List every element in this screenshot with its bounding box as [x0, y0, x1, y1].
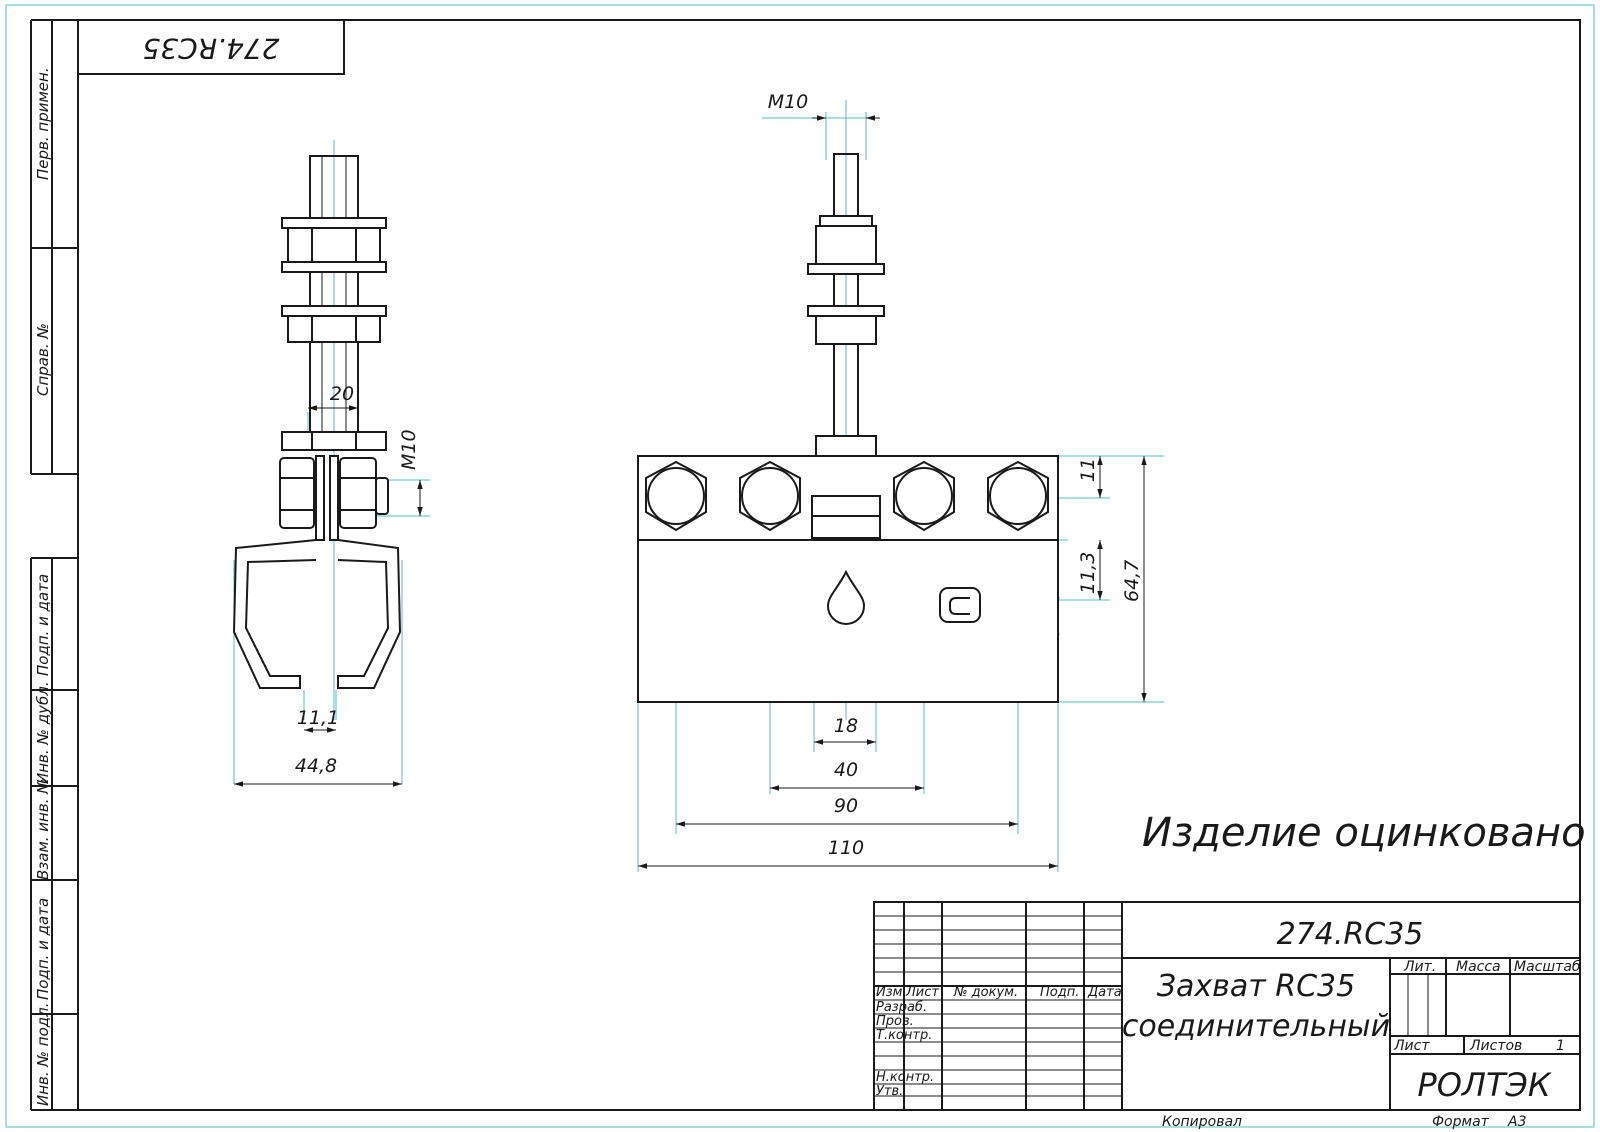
dim-side-44-8: 44,8: [295, 755, 337, 777]
dim-front-110: 110: [828, 837, 864, 859]
listov-label: Листов: [1469, 1038, 1522, 1054]
inv-podl-label: Инв. № подл.: [34, 1003, 52, 1106]
dim-front-11-3: 11,3: [1077, 552, 1099, 594]
side-view: 20 M10 11,1 44,8: [232, 140, 430, 787]
row-nkontr: Н.контр.: [876, 1070, 934, 1085]
outer-frame: [5, 4, 1595, 1128]
inv-dubl-label: Инв. № дубл.: [34, 681, 52, 784]
perv-primen-label: Перв. примен.: [34, 67, 52, 180]
kopiroval-label: Копировал: [1162, 1114, 1242, 1130]
sprav-no-label: Справ. №: [34, 323, 52, 396]
listov-value: 1: [1556, 1038, 1565, 1054]
designation: 274.RC35: [1277, 917, 1424, 952]
c-symbol-box: [939, 587, 981, 623]
masshtab-label: Масштаб: [1514, 959, 1581, 975]
dim-front-90: 90: [834, 795, 858, 817]
dim-front-18: 18: [834, 715, 858, 737]
format-value: А3: [1507, 1114, 1526, 1130]
dim-side-11-1: 11,1: [297, 707, 339, 729]
company-name: РОЛТЭК: [1417, 1066, 1551, 1104]
lit-label: Лит.: [1403, 959, 1436, 975]
col-data: Дата: [1087, 985, 1122, 1000]
list-label: Лист: [1393, 1038, 1430, 1054]
dim-side-m10: M10: [398, 429, 420, 470]
title-block-grid: [873, 901, 1581, 1111]
podp-data-label-1: Подп. и дата: [34, 574, 52, 676]
podp-data-label-2: Подп. и дата: [34, 898, 52, 1000]
row-tkontr: Т.контр.: [876, 1028, 932, 1043]
code-box: [77, 19, 345, 75]
dim-front-40: 40: [834, 759, 858, 781]
dim-side-20: 20: [330, 383, 354, 405]
row-razrab: Разраб.: [876, 1000, 927, 1015]
code-rotated: 274.RC35: [143, 32, 280, 65]
col-izm: Изм.: [876, 985, 907, 1000]
col-list: Лист: [905, 985, 939, 1000]
dim-front-m10: M10: [768, 91, 809, 113]
dim-front-64-7: 64,7: [1121, 560, 1143, 602]
dim-front-11: 11: [1077, 458, 1099, 482]
vzam-inv-label: Взам. инв. №: [34, 778, 52, 880]
drop-symbol: [826, 569, 866, 625]
drawing-frame: [77, 19, 1581, 1111]
col-podp: Подп.: [1040, 985, 1079, 1000]
row-prov: Пров.: [876, 1014, 914, 1029]
front-view: M10 11 11,3 64,7 18 40 90 110: [637, 91, 1164, 872]
col-dokum: № докум.: [953, 985, 1018, 1000]
c-symbol: [949, 597, 970, 615]
part-name-line1: Захват RC35: [1157, 969, 1355, 1004]
row-utv: Утв.: [876, 1084, 903, 1099]
galvanized-note: Изделие оцинковано: [1142, 810, 1586, 856]
format-label: Формат: [1432, 1114, 1490, 1130]
massa-label: Масса: [1456, 959, 1501, 975]
left-strip: [30, 19, 78, 1111]
part-name-line2: соединительный: [1122, 1009, 1390, 1044]
